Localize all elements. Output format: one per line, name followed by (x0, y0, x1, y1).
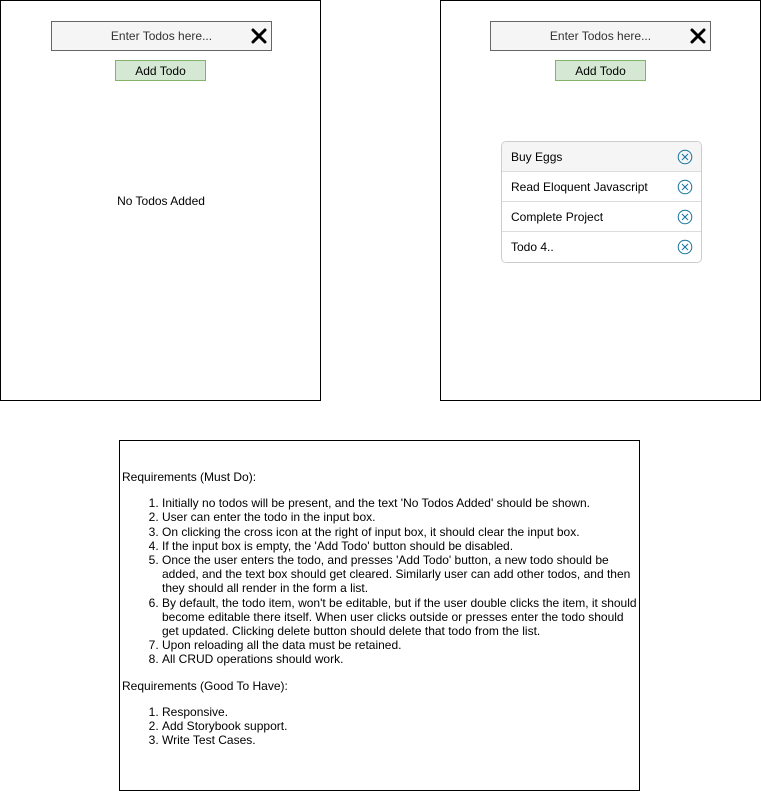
todo-list-wireframe: Enter Todos here... Add Todo Buy Eggs Re… (440, 0, 761, 401)
todo-input[interactable]: Enter Todos here... (490, 21, 711, 51)
good-to-have-item: Responsive. (162, 705, 637, 719)
todo-input-placeholder: Enter Todos here... (110, 29, 213, 43)
must-do-item: Once the user enters the todo, and press… (162, 553, 637, 596)
todo-list: Buy Eggs Read Eloquent Javascript Comple… (501, 141, 702, 263)
good-to-have-item: Write Test Cases. (162, 733, 637, 747)
delete-todo-icon[interactable] (677, 179, 693, 195)
good-to-have-item: Add Storybook support. (162, 719, 637, 733)
todo-item-label: Complete Project (511, 209, 604, 224)
todo-item[interactable]: Read Eloquent Javascript (502, 172, 701, 202)
todo-item[interactable]: Todo 4.. (502, 232, 701, 262)
no-todos-message: No Todos Added (117, 194, 205, 208)
todo-item-label: Buy Eggs (511, 149, 563, 164)
add-todo-button[interactable]: Add Todo (115, 60, 206, 81)
empty-state-wireframe: Enter Todos here... Add Todo No Todos Ad… (0, 0, 321, 401)
must-do-item: Initially no todos will be present, and … (162, 496, 637, 510)
must-do-item: User can enter the todo in the input box… (162, 510, 637, 524)
todo-item[interactable]: Buy Eggs (502, 142, 701, 172)
add-todo-button[interactable]: Add Todo (555, 60, 646, 81)
must-do-item: If the input box is empty, the 'Add Todo… (162, 539, 637, 553)
must-do-item: On clicking the cross icon at the right … (162, 525, 637, 539)
must-do-item: By default, the todo item, won't be edit… (162, 596, 637, 639)
delete-todo-icon[interactable] (677, 149, 693, 165)
good-to-have-heading: Requirements (Good To Have): (122, 678, 288, 693)
todo-item-label: Read Eloquent Javascript (511, 179, 648, 194)
must-do-list: Initially no todos will be present, and … (122, 496, 637, 666)
todo-input-placeholder: Enter Todos here... (549, 29, 652, 43)
clear-input-icon[interactable] (250, 27, 268, 45)
delete-todo-icon[interactable] (677, 209, 693, 225)
todo-item-label: Todo 4.. (511, 240, 554, 254)
must-do-item: Upon reloading all the data must be reta… (162, 638, 637, 652)
must-do-heading: Requirements (Must Do): (122, 470, 257, 484)
must-do-item: All CRUD operations should work. (162, 652, 637, 666)
good-to-have-list: Responsive. Add Storybook support. Write… (122, 705, 637, 748)
delete-todo-icon[interactable] (677, 239, 693, 255)
clear-input-icon[interactable] (689, 27, 707, 45)
todo-input[interactable]: Enter Todos here... (51, 21, 272, 51)
requirements-box: Requirements (Must Do): Initially no tod… (119, 440, 640, 791)
todo-item[interactable]: Complete Project (502, 202, 701, 232)
requirements-text: Requirements (Must Do): Initially no tod… (122, 470, 637, 747)
